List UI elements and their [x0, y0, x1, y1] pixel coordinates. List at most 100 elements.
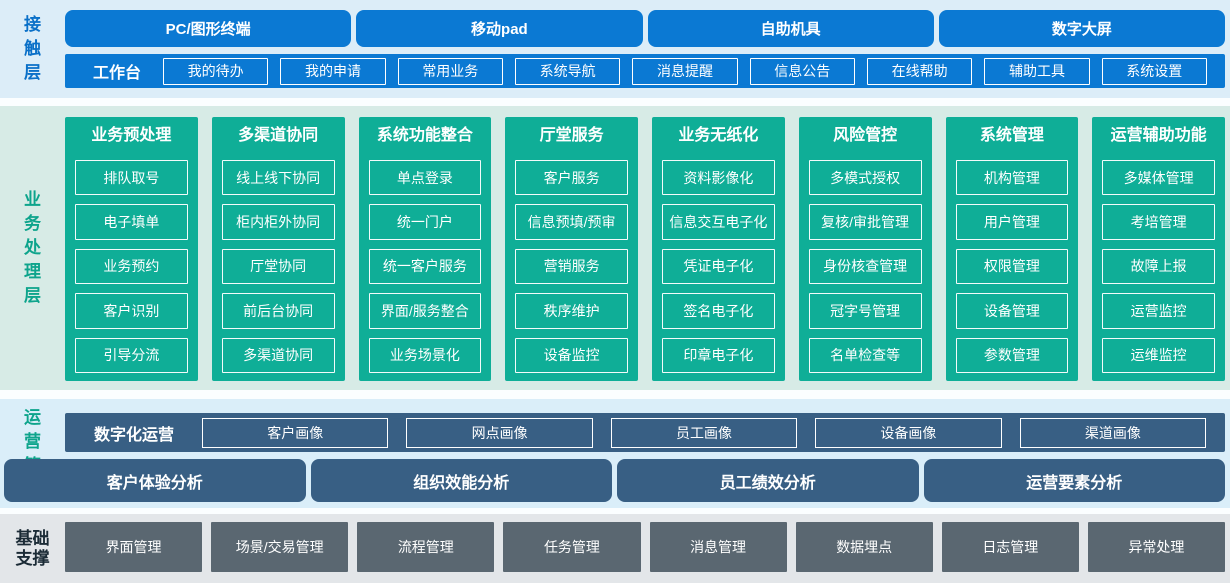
foundation-row: 界面管理 场景/交易管理 流程管理 任务管理 消息管理 数据埋点 日志管理 异常… — [65, 522, 1225, 572]
column-item: 柜内柜外协同 — [221, 204, 335, 240]
foundation-layer-section: 基础支撑 界面管理 场景/交易管理 流程管理 任务管理 消息管理 数据埋点 日志… — [0, 514, 1230, 583]
foundation-box-scene-transaction: 场景/交易管理 — [211, 522, 349, 572]
column-item: 身份核查管理 — [808, 248, 922, 285]
workbench-item-navigation: 系统导航 — [514, 57, 621, 85]
column-item: 印章电子化 — [662, 337, 775, 374]
channel-box-pc: PC/图形终端 — [65, 10, 352, 47]
column-item: 秩序维护 — [515, 293, 628, 329]
analysis-box-org-efficiency: 组织效能分析 — [310, 459, 612, 502]
channel-box-pad: 移动pad — [356, 10, 643, 47]
business-layer-label: 业务处理层 — [24, 190, 41, 305]
digital-item-channel-profile: 渠道画像 — [1019, 417, 1207, 448]
column-item: 界面/服务整合 — [368, 293, 482, 329]
digital-operations-bar: 数字化运营 客户画像 网点画像 员工画像 设备画像 渠道画像 — [65, 413, 1225, 452]
business-column-paperless: 业务无纸化 资料影像化 信息交互电子化 凭证电子化 签名电子化 印章电子化 — [652, 117, 785, 381]
business-column-lobby-service: 厅堂服务 客户服务 信息预填/预审 营销服务 秩序维护 设备监控 — [505, 117, 638, 381]
digital-item-employee-profile: 员工画像 — [610, 417, 798, 448]
column-title: 运营辅助功能 — [1110, 127, 1207, 144]
column-item: 冠字号管理 — [808, 293, 922, 329]
operations-layer-section: 运营管控 数字化运营 客户画像 网点画像 员工画像 设备画像 渠道画像 客户体验… — [0, 399, 1230, 508]
operations-layer-content: 数字化运营 客户画像 网点画像 员工画像 设备画像 渠道画像 客户体验分析 组织… — [4, 399, 1230, 508]
column-item: 资料影像化 — [662, 160, 775, 196]
column-item: 统一客户服务 — [368, 248, 482, 285]
workbench-item-common-business: 常用业务 — [397, 57, 503, 85]
foundation-box-ui-management: 界面管理 — [65, 522, 203, 572]
column-item: 厅堂协同 — [221, 248, 335, 285]
business-layer-content: 业务预处理 排队取号 电子填单 业务预约 客户识别 引导分流 多渠道协同 线上线… — [65, 106, 1230, 390]
column-item: 参数管理 — [955, 337, 1069, 374]
column-item: 多媒体管理 — [1102, 160, 1215, 196]
column-title: 系统管理 — [979, 127, 1044, 144]
column-item: 客户服务 — [515, 160, 628, 196]
business-column-risk-control: 风险管控 多模式授权 复核/审批管理 身份核查管理 冠字号管理 名单检查等 — [798, 117, 932, 381]
business-column-system-management: 系统管理 机构管理 用户管理 权限管理 设备管理 参数管理 — [945, 117, 1079, 381]
column-item: 线上线下协同 — [221, 160, 335, 196]
column-item: 权限管理 — [955, 248, 1069, 285]
digital-item-branch-profile: 网点画像 — [406, 417, 593, 448]
channel-row: PC/图形终端 移动pad 自助机具 数字大屏 — [65, 10, 1225, 47]
analysis-row: 客户体验分析 组织效能分析 员工绩效分析 运营要素分析 — [4, 459, 1225, 502]
digital-operations-label: 数字化运营 — [93, 426, 174, 444]
column-item: 前后台协同 — [221, 293, 335, 329]
digital-item-device-profile: 设备画像 — [815, 417, 1002, 448]
column-item: 多模式授权 — [808, 160, 922, 196]
business-column-multichannel: 多渠道协同 线上线下协同 柜内柜外协同 厅堂协同 前后台协同 多渠道协同 — [211, 117, 345, 381]
business-column-ops-auxiliary: 运营辅助功能 多媒体管理 考培管理 故障上报 运营监控 运维监控 — [1092, 117, 1225, 381]
analysis-box-customer-experience: 客户体验分析 — [4, 459, 306, 502]
contact-layer-section: 接触层 PC/图形终端 移动pad 自助机具 数字大屏 工作台 我的待办 我的申… — [0, 0, 1230, 98]
business-columns: 业务预处理 排队取号 电子填单 业务预约 客户识别 引导分流 多渠道协同 线上线… — [65, 117, 1225, 381]
column-item: 名单检查等 — [808, 337, 922, 374]
column-title: 风险管控 — [833, 127, 898, 144]
column-item: 机构管理 — [955, 160, 1069, 196]
foundation-box-log-management: 日志管理 — [941, 522, 1079, 572]
workbench-label: 工作台 — [92, 65, 141, 82]
column-title: 系统功能整合 — [376, 127, 473, 144]
column-item: 信息预填/预审 — [515, 204, 628, 240]
foundation-box-data-tracking: 数据埋点 — [795, 522, 933, 572]
foundation-box-message-management: 消息管理 — [649, 522, 787, 572]
column-item: 设备监控 — [515, 337, 628, 374]
column-title: 业务无纸化 — [678, 127, 759, 144]
column-item: 凭证电子化 — [662, 248, 775, 285]
foundation-box-task-management: 任务管理 — [503, 522, 641, 572]
foundation-box-exception-handling: 异常处理 — [1087, 522, 1225, 572]
column-title: 多渠道协同 — [238, 127, 319, 144]
column-item: 签名电子化 — [662, 293, 775, 329]
contact-layer-content: PC/图形终端 移动pad 自助机具 数字大屏 工作台 我的待办 我的申请 常用… — [65, 0, 1230, 98]
business-layer-label-col: 业务处理层 — [0, 106, 65, 390]
column-item: 业务预约 — [75, 248, 188, 285]
column-item: 多渠道协同 — [221, 337, 335, 374]
analysis-box-ops-elements: 运营要素分析 — [923, 459, 1225, 502]
foundation-layer-label-col: 基础支撑 — [0, 514, 65, 583]
business-column-system-integration: 系统功能整合 单点登录 统一门户 统一客户服务 界面/服务整合 业务场景化 — [358, 117, 492, 381]
workbench-item-announcements: 信息公告 — [749, 57, 855, 85]
foundation-box-process-management: 流程管理 — [357, 522, 495, 572]
business-layer-section: 业务处理层 业务预处理 排队取号 电子填单 业务预约 客户识别 引导分流 多渠道… — [0, 106, 1230, 390]
workbench-item-aux-tools: 辅助工具 — [984, 57, 1090, 85]
workbench-item-reminders: 消息提醒 — [632, 57, 738, 85]
column-title: 业务预处理 — [91, 127, 172, 144]
workbench-item-applications: 我的申请 — [280, 57, 386, 85]
column-item: 营销服务 — [515, 248, 628, 285]
column-item: 统一门户 — [368, 204, 482, 240]
workbench-item-settings: 系统设置 — [1101, 57, 1207, 85]
column-item: 设备管理 — [955, 293, 1069, 329]
column-item: 用户管理 — [955, 204, 1069, 240]
column-item: 业务场景化 — [368, 337, 482, 374]
workbench-item-todo: 我的待办 — [163, 57, 269, 85]
column-item: 故障上报 — [1102, 248, 1215, 285]
column-item: 引导分流 — [75, 337, 188, 374]
column-item: 信息交互电子化 — [662, 204, 775, 240]
workbench-bar: 工作台 我的待办 我的申请 常用业务 系统导航 消息提醒 信息公告 在线帮助 辅… — [65, 54, 1225, 88]
column-item: 运维监控 — [1102, 337, 1215, 374]
channel-box-selfservice: 自助机具 — [647, 10, 934, 47]
column-item: 客户识别 — [75, 293, 188, 329]
column-item: 单点登录 — [368, 160, 482, 196]
analysis-box-employee-performance: 员工绩效分析 — [617, 459, 919, 502]
column-item: 运营监控 — [1102, 293, 1215, 329]
column-title: 厅堂服务 — [539, 127, 604, 144]
digital-item-customer-profile: 客户画像 — [202, 417, 389, 448]
foundation-layer-content: 界面管理 场景/交易管理 流程管理 任务管理 消息管理 数据埋点 日志管理 异常… — [65, 514, 1230, 583]
channel-box-bigscreen: 数字大屏 — [938, 10, 1225, 47]
column-item: 排队取号 — [75, 160, 188, 196]
